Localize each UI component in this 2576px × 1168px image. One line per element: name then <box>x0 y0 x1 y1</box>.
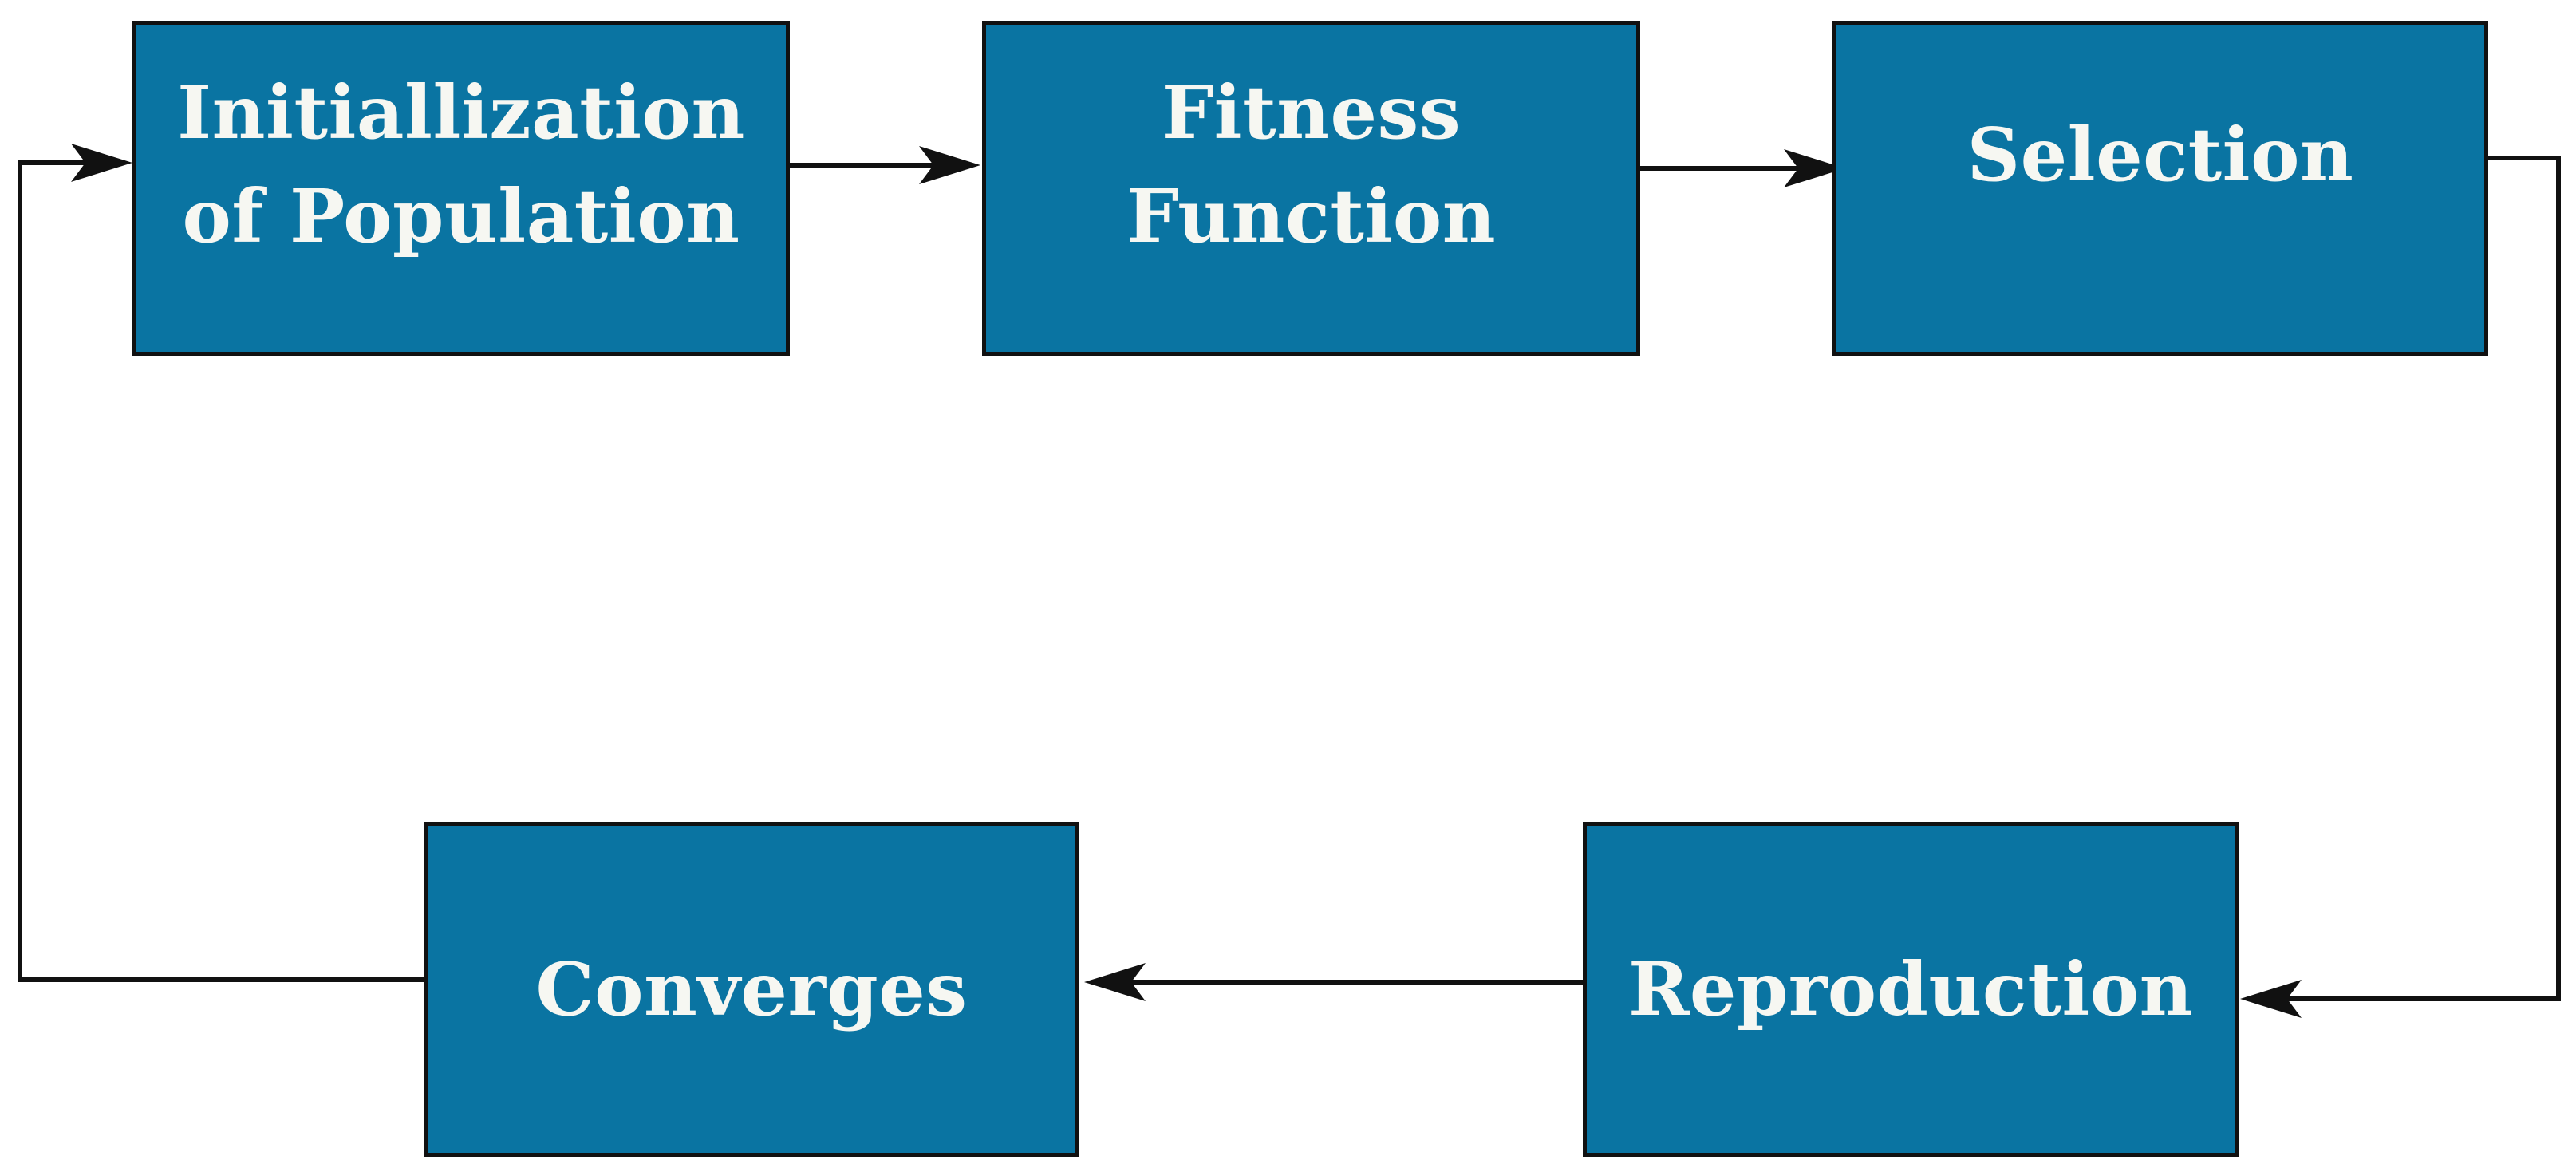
node-initialization-label: Initiallization of Population <box>177 69 745 259</box>
node-fitness-function-label: Fitness Function <box>1126 69 1497 259</box>
arrow-selection-to-reproduction <box>2240 156 2561 1018</box>
node-fitness-function: Fitness Function <box>982 21 1640 356</box>
arrow-initialization-to-fitness <box>790 146 980 184</box>
arrow-fitness-to-selection <box>1640 149 1845 187</box>
node-selection: Selection <box>1832 21 2488 356</box>
node-reproduction: Reproduction <box>1583 822 2239 1157</box>
node-converges-label: Converges <box>535 946 968 1032</box>
node-converges: Converges <box>424 822 1079 1157</box>
arrow-reproduction-to-converges <box>1084 963 1583 1001</box>
node-selection-label: Selection <box>1967 112 2354 198</box>
node-reproduction-label: Reproduction <box>1627 946 2194 1032</box>
node-initialization: Initiallization of Population <box>132 21 790 356</box>
arrow-converges-to-initialization <box>18 144 424 982</box>
